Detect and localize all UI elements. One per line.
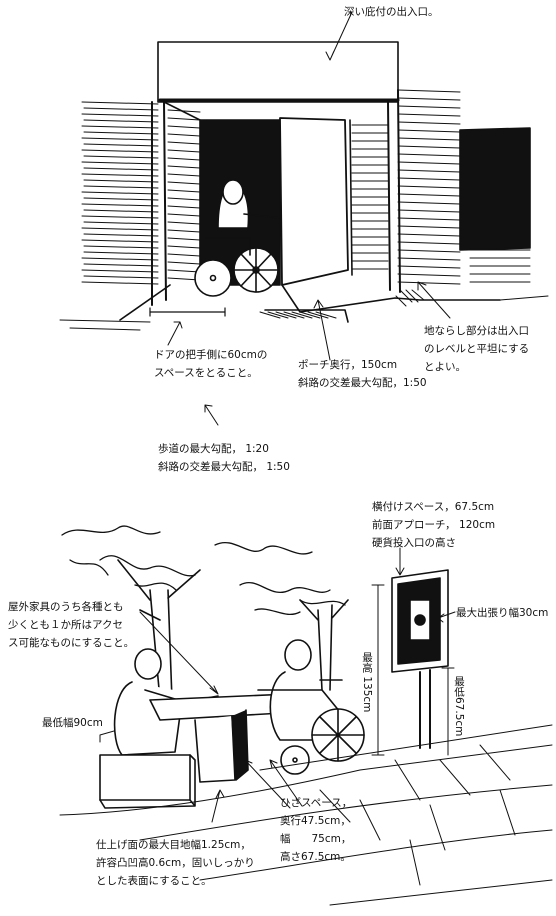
table — [149, 693, 301, 783]
ground-hatching — [59, 289, 549, 331]
leader-mailbox — [395, 547, 405, 576]
leader-porch — [313, 299, 331, 361]
wheelchair-user-bottom — [257, 639, 365, 775]
building-entrance-drawing — [59, 11, 549, 426]
leader-ground — [417, 281, 451, 319]
outdoor-furniture-drawing — [59, 525, 553, 906]
max-height-label: 最高 135cm — [361, 652, 373, 713]
leader-knee-2 — [269, 759, 303, 807]
dim-min-height — [441, 667, 455, 756]
leader-door — [167, 321, 183, 346]
leader-furniture — [139, 611, 219, 695]
canopy-label: 深い庇付の出入口。 — [344, 6, 439, 18]
open-door — [279, 117, 349, 286]
leader-surface — [211, 789, 225, 823]
min-height-label: 最低67.5cm — [453, 676, 465, 737]
knee-space-label: ひざスペース， 奥行47.5cm， 幅 75cm， 高さ67.5cm。 — [280, 797, 353, 863]
porch-label: ポーチ奥行，150cm 斜路の交差最大勾配，1:50 — [298, 359, 427, 389]
sidewalk-label: 歩道の最大勾配， 1:20 斜路の交差最大勾配， 1:50 — [158, 443, 290, 473]
door-space-label: ドアの把手側に60cmの スペースをとること。 — [154, 349, 268, 379]
bench — [99, 754, 196, 809]
porch-floor — [119, 284, 501, 321]
max-protrusion-label: 最大出張り幅30cm — [456, 607, 549, 619]
leader-canopy — [325, 11, 353, 61]
min-width-label: 最低幅90cm — [42, 717, 103, 729]
leader-protrusion — [437, 611, 456, 623]
ground-level-label: 地ならし部分は出入口 のレベルと平坦にする とよい。 — [424, 325, 530, 373]
tree-canopy-right — [214, 542, 346, 616]
mailbox-label: 横付けスペース，67.5cm 前面アプローチ， 120cm 硬貨投入口の高さ — [372, 501, 496, 549]
wheelchair-user-top — [194, 179, 281, 297]
tree-trunk-left — [117, 559, 201, 701]
window — [459, 127, 531, 251]
leader-sidewalk — [204, 404, 219, 426]
tree-trunk-right — [299, 599, 349, 691]
surface-label: 仕上げ面の最大目地幅1.25cm， 許容凸凹高0.6cm，固いしっかり とした表… — [96, 839, 255, 887]
furniture-label: 屋外家具のうち各種とも 少くとも１か所はアクセ ス可能なものにすること。 — [8, 601, 135, 649]
mailbox — [391, 569, 449, 749]
tree-canopy-left — [61, 525, 196, 591]
pavement-grid — [59, 724, 553, 906]
dim-max-height — [371, 584, 385, 756]
canopy — [157, 41, 399, 103]
leader-knee — [244, 759, 291, 809]
right-wall-siding — [351, 89, 531, 285]
left-wall-siding — [81, 101, 201, 285]
